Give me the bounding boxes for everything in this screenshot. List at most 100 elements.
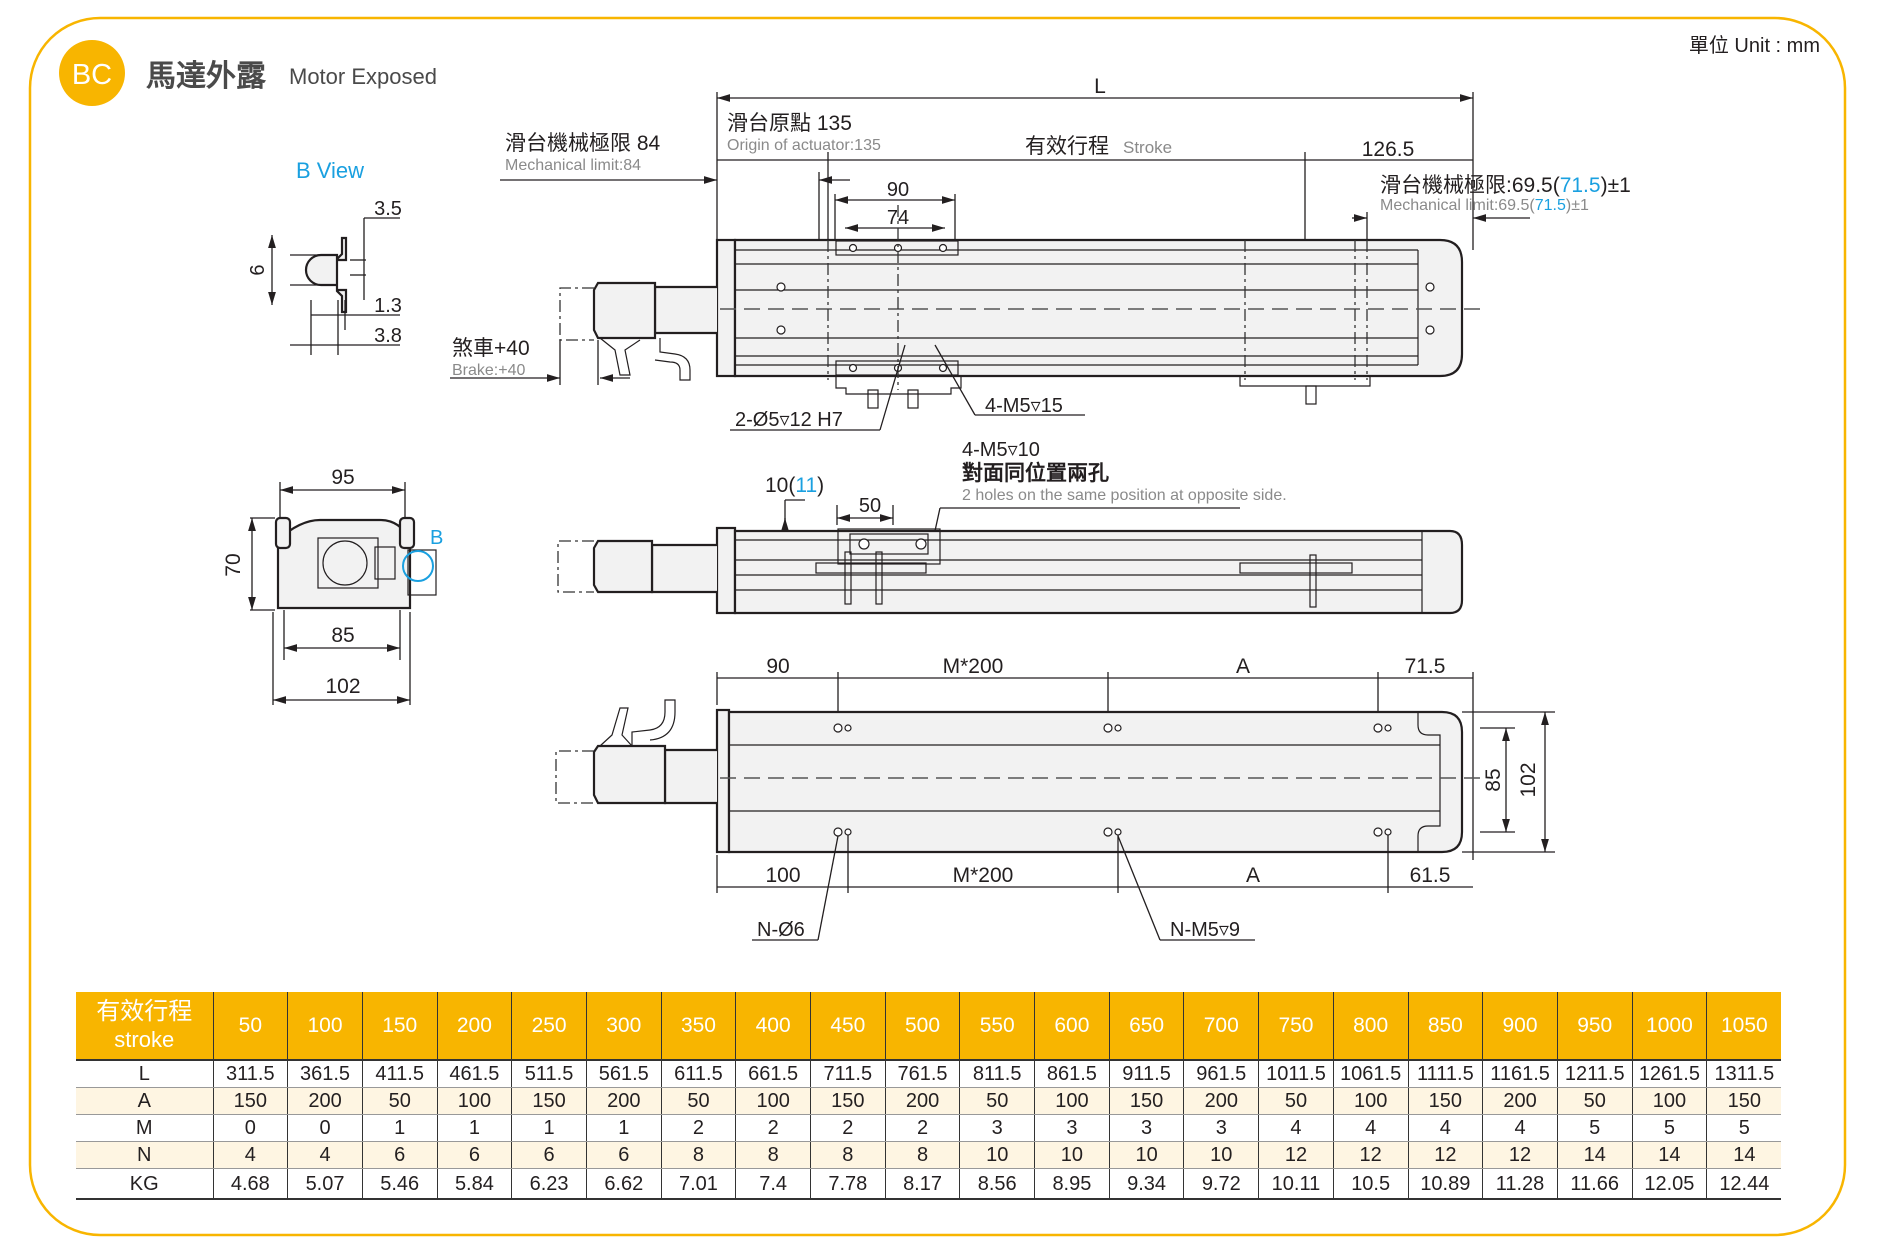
brake-label-zh: 煞車+40 [452, 337, 530, 360]
table-cell: 200 [1183, 1087, 1260, 1115]
bottom-dim-102: 102 [1517, 762, 1540, 797]
table-cell: 4 [1332, 1114, 1409, 1142]
header-stroke-value: 800 [1332, 992, 1409, 1061]
table-cell: 911.5 [1108, 1060, 1185, 1088]
table-cell: 50 [959, 1087, 1036, 1115]
callout-pin-holes: 2-Ø5▿12 H7 [735, 409, 843, 431]
table-cell: 2 [660, 1114, 737, 1142]
table-cell: 711.5 [810, 1060, 886, 1088]
end-view-dim-102: 102 [325, 675, 360, 698]
table-cell: 150 [1407, 1087, 1484, 1115]
table-cell: 5 [1706, 1114, 1782, 1142]
table-cell: 150 [1706, 1087, 1782, 1115]
table-cell: 1211.5 [1556, 1060, 1633, 1088]
table-cell: 3 [1108, 1114, 1185, 1142]
header-stroke-value: 1050 [1706, 992, 1782, 1061]
b-marker-label: B [430, 527, 443, 549]
header-stroke-value: 250 [511, 992, 587, 1061]
b-view-dim-1-3: 1.3 [374, 295, 402, 317]
dim-L-label: L [1094, 75, 1106, 98]
header-stroke-value: 850 [1407, 992, 1484, 1061]
row-label: L [76, 1060, 214, 1088]
header-stroke-value: 100 [287, 992, 363, 1061]
table-cell: 100 [1631, 1087, 1708, 1115]
table-cell: 3 [1034, 1114, 1110, 1142]
table-cell: 10 [959, 1141, 1036, 1169]
table-cell: 3 [959, 1114, 1036, 1142]
header-stroke-zh: 有效行程 [96, 997, 193, 1025]
callout-n-m5-9: N-M5▿9 [1170, 919, 1240, 941]
origin-label-en: Origin of actuator:135 [727, 137, 881, 154]
header-stroke-value: 750 [1258, 992, 1334, 1061]
header-stroke-value: 700 [1183, 992, 1260, 1061]
table-cell: 8.56 [959, 1168, 1036, 1200]
table-cell: 4.68 [212, 1168, 289, 1200]
opposite-holes-zh: 對面同位置兩孔 [962, 461, 1109, 485]
header-stroke-en: stroke [114, 1026, 175, 1052]
page-frame [28, 16, 1847, 1237]
table-cell: 50 [361, 1087, 438, 1115]
table-cell: 461.5 [436, 1060, 513, 1088]
table-cell: 8.17 [884, 1168, 961, 1200]
table-cell: 1311.5 [1706, 1060, 1782, 1088]
bottom-dim-top-0: 90 [766, 655, 789, 678]
table-cell: 4 [1482, 1114, 1558, 1142]
table-cell: 8 [735, 1141, 811, 1169]
table-cell: 7.78 [810, 1168, 886, 1200]
header-stroke-value: 300 [585, 992, 662, 1061]
header-stroke-value: 50 [212, 992, 289, 1061]
table-cell: 150 [212, 1087, 289, 1115]
table-cell: 5.07 [287, 1168, 363, 1200]
bottom-dim-bot-2: A [1246, 864, 1260, 887]
table-cell: 8 [884, 1141, 961, 1169]
table-cell: 1061.5 [1332, 1060, 1409, 1088]
table-cell: 100 [1034, 1087, 1110, 1115]
table-cell: 9.72 [1183, 1168, 1260, 1200]
table-cell: 611.5 [660, 1060, 737, 1088]
table-cell: 5.84 [436, 1168, 513, 1200]
section-title-en: Motor Exposed [289, 64, 437, 89]
table-cell: 12 [1482, 1141, 1558, 1169]
table-cell: 8 [810, 1141, 886, 1169]
end-view-dim-95: 95 [331, 466, 354, 489]
b-detail-marker [402, 550, 434, 582]
dim-50: 50 [859, 495, 881, 517]
end-view-dim-85: 85 [331, 624, 354, 647]
table-cell: 100 [1332, 1087, 1409, 1115]
header-stroke-value: 650 [1108, 992, 1185, 1061]
table-cell: 10 [1108, 1141, 1185, 1169]
table-cell: 311.5 [212, 1060, 289, 1088]
table-cell: 100 [436, 1087, 513, 1115]
mech-limit-left-zh: 滑台機械極限 84 [505, 132, 661, 155]
header-stroke-value: 550 [959, 992, 1036, 1061]
end-view-dim-70: 70 [222, 553, 245, 576]
table-cell: 8.95 [1034, 1168, 1110, 1200]
dim-10-11: 10(11) [765, 474, 824, 497]
table-cell: 11.66 [1556, 1168, 1633, 1200]
table-cell: 0 [212, 1114, 289, 1142]
table-cell: 12 [1332, 1141, 1409, 1169]
header-stroke-value: 500 [884, 992, 961, 1061]
side-view-mid-drawing: 4-M5▿10 對面同位置兩孔 2 holes on the same posi… [557, 439, 1464, 615]
brake-label-en: Brake:+40 [452, 362, 525, 379]
opposite-holes-en: 2 holes on the same position at opposite… [962, 487, 1287, 504]
table-cell: 11.28 [1482, 1168, 1558, 1200]
table-cell: 1261.5 [1631, 1060, 1708, 1088]
table-cell: 150 [810, 1087, 886, 1115]
table-cell: 811.5 [959, 1060, 1036, 1088]
table-cell: 150 [1108, 1087, 1185, 1115]
table-cell: 1 [436, 1114, 513, 1142]
row-label: M [76, 1114, 214, 1142]
header-stroke-value: 450 [810, 992, 886, 1061]
table-cell: 6 [436, 1141, 513, 1169]
table-cell: 14 [1556, 1141, 1633, 1169]
header-stroke-value: 900 [1482, 992, 1558, 1061]
table-cell: 150 [511, 1087, 587, 1115]
origin-label-zh: 滑台原點 135 [727, 112, 852, 135]
table-cell: 100 [735, 1087, 811, 1115]
bottom-dim-bot-3: 61.5 [1410, 864, 1451, 887]
